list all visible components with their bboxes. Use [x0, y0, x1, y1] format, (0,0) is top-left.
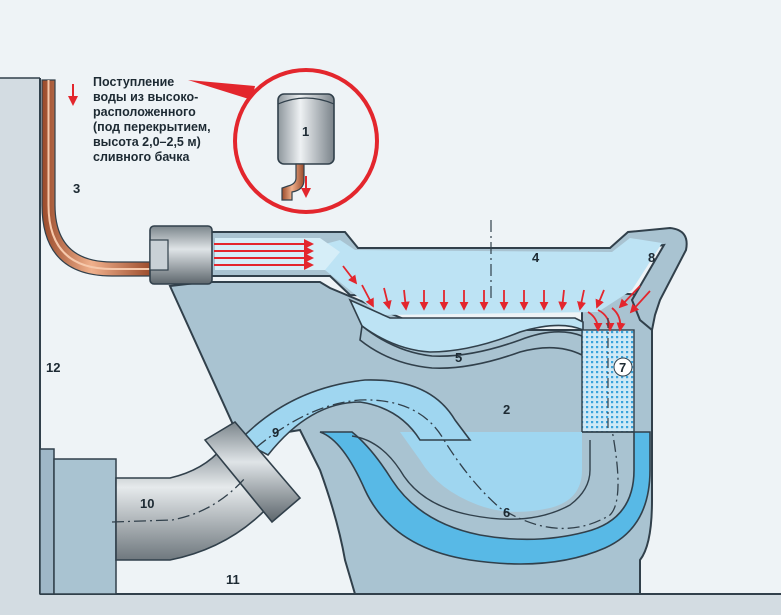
label-11: 11: [226, 572, 240, 587]
bowl-flow-arrows: [342, 265, 651, 314]
label-9: 9: [272, 425, 279, 440]
label-4: 4: [532, 250, 540, 265]
label-8: 8: [648, 250, 655, 265]
rim-flow-arrows: [214, 239, 314, 270]
supply-pipe-shade: [47, 80, 152, 270]
caption-line-3: расположенного: [93, 105, 196, 119]
outlet-axis: [239, 399, 619, 530]
floor: [0, 594, 781, 615]
label-6: 6: [503, 505, 510, 520]
callout-pointer: [188, 80, 255, 100]
label-2: 2: [503, 402, 510, 417]
label-5: 5: [455, 350, 462, 365]
seal-flow-arrows: [587, 307, 626, 332]
bowl-shelf: [348, 298, 584, 353]
elbow-collar: [203, 420, 302, 524]
outlet-channel: [238, 379, 472, 457]
label-7-badge: [613, 357, 633, 377]
supply-pipe: [41, 79, 153, 277]
caption-line-2: воды из высоко-: [93, 90, 198, 104]
caption-line-4: (под перекрытием,: [93, 120, 211, 134]
siphon-hump: [351, 435, 591, 520]
caption-line-6: сливного бачка: [93, 150, 190, 164]
elbow-axis: [111, 477, 246, 523]
label-3: 3: [73, 181, 80, 196]
cistern-icon: [277, 93, 335, 201]
label-12: 12: [46, 360, 60, 375]
wall-sewer-socket: [39, 448, 55, 595]
caption-line-5: высота 2,0–2,5 м): [93, 135, 201, 149]
siphon-inner: [400, 432, 582, 512]
bowl-water: [310, 238, 662, 315]
sewer-box: [53, 458, 117, 595]
label-7: 7: [619, 360, 626, 375]
wall: [0, 78, 40, 595]
siphon-bend: [319, 431, 651, 565]
label-1: 1: [302, 124, 309, 139]
caption-line-1: Поступление: [93, 75, 174, 89]
inlet-collar-ring: [149, 239, 169, 271]
label-10: 10: [140, 496, 154, 511]
